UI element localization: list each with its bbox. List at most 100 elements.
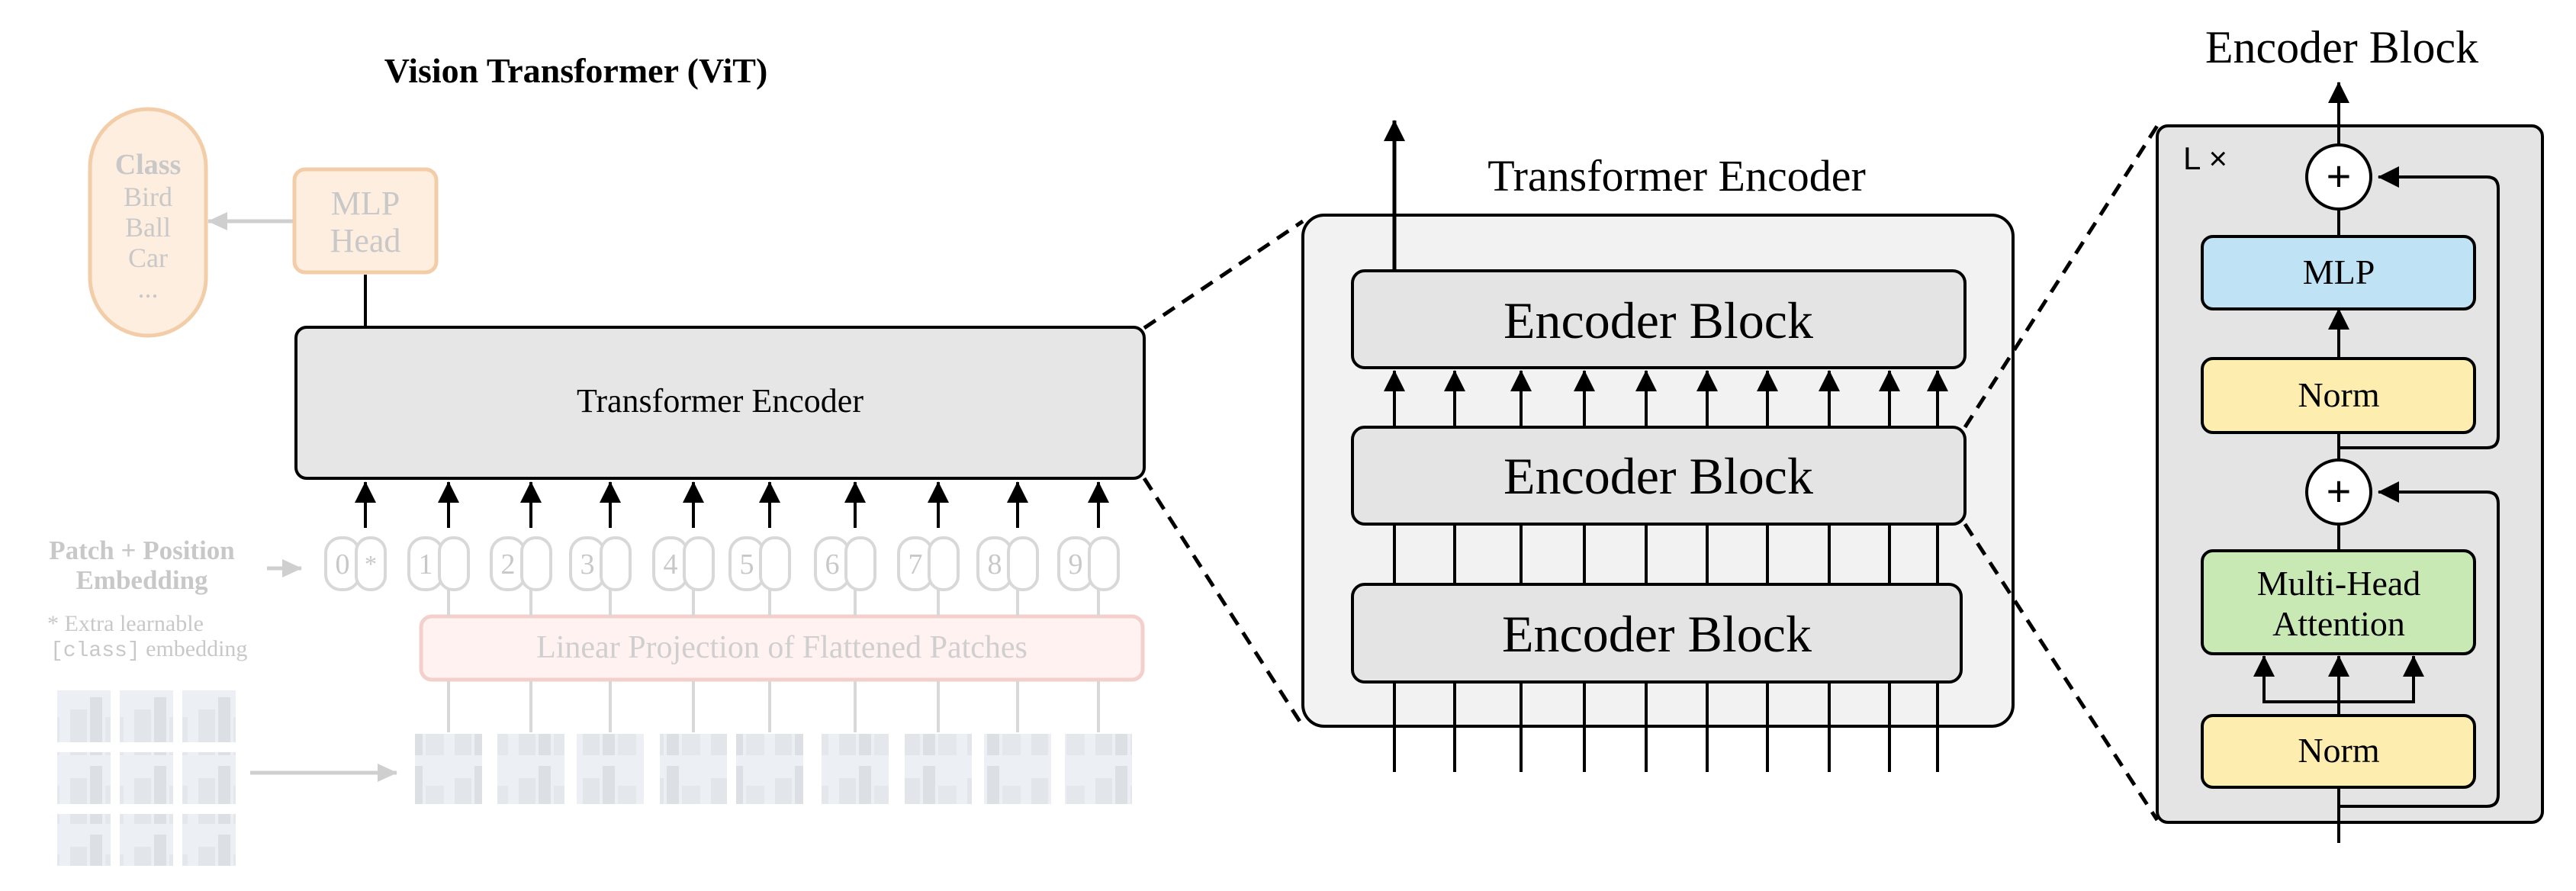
position-index: 8	[988, 548, 1002, 581]
image-patch	[182, 814, 236, 866]
add-circle-bottom: +	[2305, 458, 2372, 526]
extra-embedding-note: * Extra learnable	[47, 611, 204, 636]
position-token: 4	[652, 536, 715, 591]
position-index: 1	[419, 548, 433, 581]
patch-embedding	[600, 536, 632, 591]
input-image-patches	[57, 690, 236, 866]
flattened-patch	[577, 734, 644, 804]
mlp-head-label: Head	[330, 222, 401, 259]
flattened-patch	[1065, 734, 1132, 804]
flattened-patch	[415, 734, 482, 804]
patch-embedding	[683, 536, 715, 591]
mlp-box: MLP	[2201, 235, 2476, 310]
class-marker: *	[365, 550, 377, 577]
encoder-block-label: Encoder Block	[1503, 291, 1813, 349]
patch-embedding	[438, 536, 470, 591]
flattened-patch	[497, 734, 564, 804]
flattened-patch	[984, 734, 1051, 804]
position-index: 4	[664, 548, 678, 581]
encoder-block-middle: Encoder Block	[1351, 426, 1967, 526]
attention-label: Attention	[2272, 604, 2405, 643]
image-patch	[120, 814, 173, 866]
encoder-block-label: Encoder Block	[1503, 447, 1813, 505]
image-patch	[57, 690, 111, 742]
class-box: Class Bird Ball Car ...	[88, 107, 208, 338]
norm-box-top: Norm	[2201, 357, 2476, 434]
position-token: 5	[728, 536, 791, 591]
patch-embedding	[520, 536, 552, 591]
vit-title: Vision Transformer (ViT)	[384, 51, 768, 90]
image-patch	[182, 752, 236, 804]
linear-projection-box: Linear Projection of Flattened Patches	[419, 614, 1145, 682]
extra-embedding-note: [class] embedding	[50, 636, 247, 663]
image-patch	[182, 690, 236, 742]
encoder-block-label: Encoder Block	[1502, 605, 1812, 663]
position-index: 9	[1069, 548, 1083, 581]
position-index: 2	[501, 548, 516, 581]
position-index: 6	[825, 548, 840, 581]
position-token: 7	[897, 536, 960, 591]
zoom-line	[1143, 219, 1304, 330]
patch-lines	[447, 590, 1100, 732]
image-patch	[120, 690, 173, 742]
encoder-connections	[1384, 370, 1948, 772]
encoder-block-detail: Encoder Block L × + + MLP Norm	[2156, 22, 2544, 843]
add-symbol: +	[2327, 467, 2352, 515]
mlp-head-box: MLP Head	[292, 167, 439, 275]
transformer-encoder-detail: Transformer Encoder Encoder Block Encode…	[1301, 120, 2015, 772]
multi-head-attention-box: Multi-Head Attention	[2201, 549, 2476, 655]
transformer-encoder-title: Transformer Encoder	[1487, 151, 1866, 201]
add-symbol: +	[2327, 152, 2352, 200]
flattened-patch	[905, 734, 972, 804]
flattened-patch	[822, 734, 889, 804]
patch-embedding	[1088, 536, 1120, 591]
vit-encoder-label: Transformer Encoder	[577, 382, 863, 420]
patch-embedding	[759, 536, 791, 591]
token-arrows	[355, 481, 1109, 528]
attention-label: Multi-Head	[2257, 564, 2421, 603]
position-token: 6	[814, 536, 876, 591]
position-token: 1	[407, 536, 470, 591]
class-item: Car	[128, 243, 168, 273]
class-code: [class]	[50, 639, 140, 663]
position-token: 2	[490, 536, 552, 591]
position-token: 9	[1057, 536, 1120, 591]
encoder-block-bottom: Encoder Block	[1351, 583, 1963, 684]
position-index: 5	[740, 548, 754, 581]
patch-embedding	[844, 536, 876, 591]
embedding-label: Embedding	[76, 565, 208, 595]
flattened-patches	[415, 734, 1132, 804]
class-item: Ball	[125, 212, 171, 243]
class-item: ...	[138, 273, 159, 304]
image-patch	[57, 752, 111, 804]
position-token: 8	[976, 536, 1039, 591]
linear-projection-label: Linear Projection of Flattened Patches	[536, 630, 1028, 665]
class-code-suffix: embedding	[140, 636, 248, 661]
flattened-patch	[736, 734, 803, 804]
class-box-title: Class	[115, 149, 182, 181]
zoom-line	[1963, 124, 2160, 429]
norm-label: Norm	[2298, 375, 2380, 414]
mlp-head-label: MLP	[331, 185, 400, 222]
repeat-label: L ×	[2183, 140, 2227, 176]
patch-embedding	[1007, 536, 1039, 591]
position-token: 3	[569, 536, 632, 591]
norm-box-bottom: Norm	[2201, 714, 2476, 789]
encoder-block-top: Encoder Block	[1351, 269, 1967, 369]
position-token: 0*	[324, 536, 387, 591]
vit-panel: Vision Transformer (ViT) Class Bird Ball…	[47, 51, 1146, 866]
residual-connection-top	[2339, 166, 2500, 449]
position-index: 3	[580, 548, 595, 581]
mlp-label: MLP	[2303, 253, 2375, 291]
patch-embedding	[355, 536, 387, 591]
position-index: 0	[336, 548, 350, 581]
position-index: 7	[909, 548, 923, 581]
zoom-line	[1963, 523, 2160, 822]
vit-transformer-encoder-box: Transformer Encoder	[294, 326, 1146, 480]
residual-connection-bottom	[2339, 481, 2500, 808]
patch-embedding	[928, 536, 960, 591]
norm-label: Norm	[2298, 731, 2380, 770]
class-item: Bird	[124, 182, 172, 212]
flattened-patch	[660, 734, 727, 804]
